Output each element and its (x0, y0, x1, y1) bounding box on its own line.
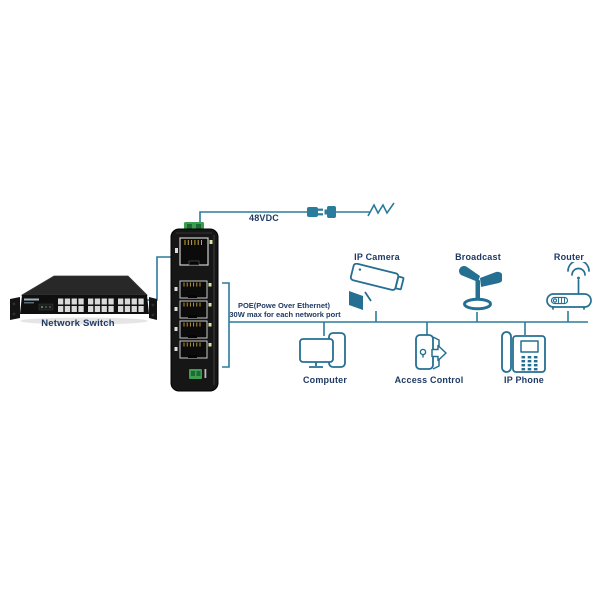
network-switch-label: Network Switch (41, 318, 115, 329)
computer-icon (299, 332, 346, 368)
poe-note-line1: POE(Powe Over Ethernet) (237, 301, 331, 310)
router-label: Router (553, 252, 585, 262)
access-control-label: Access Control (394, 375, 464, 385)
broadcast-icon (459, 266, 502, 311)
phone-keypad (521, 356, 538, 371)
switch-top-face (20, 275, 148, 296)
poe-note-line2: 30W max for each network port (229, 309, 341, 319)
rack-ear-left (10, 297, 20, 320)
power-line (199, 211, 307, 226)
rj45-uplink-port (175, 237, 213, 266)
power-connector-icon (307, 206, 336, 218)
poe-ports-bracket (222, 282, 230, 368)
ip-phone-label: IP Phone (504, 375, 544, 385)
router-icon (546, 262, 592, 310)
rj45-poe-port-2 (174, 300, 212, 319)
rj45-poe-port-3 (174, 320, 212, 339)
ip-camera-label: IP Camera (354, 252, 400, 262)
network-switch-device (10, 275, 157, 325)
bottom-device-stubs (323, 322, 526, 336)
broadcast-label: Broadcast (455, 252, 501, 262)
access-control-icon (415, 334, 447, 370)
computer-label: Computer (302, 375, 348, 385)
ip-camera-icon (349, 263, 405, 310)
voltage-label: 48VDC (248, 213, 280, 223)
switch-port-group-1 (58, 298, 84, 312)
rack-ear-right (149, 297, 157, 320)
poe-switch-device (170, 222, 219, 392)
ip-phone-icon (501, 331, 546, 373)
switch-port-group-3 (118, 298, 144, 312)
top-device-stubs (375, 311, 569, 322)
power-break-icon (367, 202, 395, 217)
power-terminal-bottom (189, 369, 207, 379)
rj45-poe-port-1 (174, 280, 212, 299)
switch-status-panel (24, 298, 54, 311)
rj45-poe-port-4 (174, 340, 212, 359)
switch-port-group-2 (88, 298, 114, 312)
